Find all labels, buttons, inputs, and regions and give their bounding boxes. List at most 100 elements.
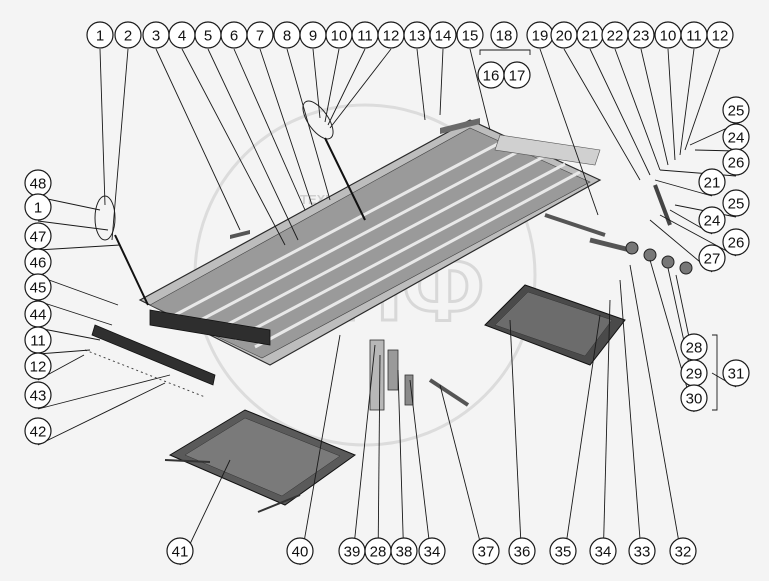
part-callout: 9: [299, 21, 327, 49]
callout-circle: [286, 537, 314, 565]
leader-line: [640, 48, 669, 166]
callout-number: 28: [370, 544, 387, 561]
leader-line: [37, 244, 121, 251]
part-callout: 28: [364, 537, 392, 565]
callout-number: 10: [660, 28, 677, 45]
part-callout: 26: [722, 228, 750, 256]
callout-circle: [722, 359, 750, 387]
callout-number: 46: [30, 255, 47, 272]
leader-line: [99, 48, 106, 206]
callout-number: 37: [478, 544, 495, 561]
part-callout: 34: [589, 537, 617, 565]
part-callout: 42: [24, 417, 52, 445]
callout-number: 42: [30, 424, 47, 441]
callout-number: 12: [712, 28, 729, 45]
callout-circle: [680, 384, 708, 412]
leader-line: [37, 300, 113, 326]
callout-number: 12: [383, 28, 400, 45]
callout-number: 44: [30, 307, 47, 324]
callout-circle: [698, 168, 726, 196]
part-callout: 4: [168, 21, 196, 49]
callout-number: 2: [124, 28, 132, 45]
brackets: [369, 339, 470, 411]
leader-line: [37, 374, 171, 410]
leader-line: [562, 314, 601, 566]
callout-number: 22: [607, 28, 624, 45]
callout-circle: [490, 21, 518, 49]
leader-line: [377, 354, 381, 566]
callout-number: 33: [634, 544, 651, 561]
part-callout: 1: [86, 21, 114, 49]
callout-number: 6: [230, 28, 238, 45]
callout-number: 34: [595, 544, 612, 561]
callout-circle: [628, 537, 656, 565]
leader-line: [259, 48, 313, 206]
leader-line: [619, 279, 643, 566]
leader-line: [409, 379, 433, 566]
leader-line: [37, 349, 91, 355]
callout-circle: [24, 273, 52, 301]
callout-number: 11: [30, 333, 46, 350]
callout-number: 15: [462, 28, 479, 45]
callout-number: 36: [514, 544, 531, 561]
group-bracket-31: [712, 334, 718, 411]
part-callout: 18: [490, 21, 518, 49]
leader-line: [679, 48, 695, 156]
part-callout: 33: [628, 537, 656, 565]
part-callout: 25: [722, 96, 750, 124]
group-bracket-18: [479, 49, 531, 55]
callout-circle: [503, 61, 531, 89]
part-callout: 2: [114, 21, 142, 49]
callout-number: 24: [704, 213, 721, 230]
leader-line: [416, 48, 426, 121]
callout-circle: [246, 21, 274, 49]
detail-arrow-left: [114, 234, 149, 306]
part-callout: 31: [722, 359, 750, 387]
lower-sieve: [164, 409, 357, 513]
callout-circle: [627, 21, 655, 49]
callout-number: 26: [728, 155, 745, 172]
leader-line: [509, 319, 523, 566]
leader-line: [684, 48, 721, 151]
part-callout: 21: [576, 21, 604, 49]
tray: [484, 284, 626, 366]
callout-circle: [669, 537, 697, 565]
part-callout: 46: [24, 248, 52, 276]
callout-number: 12: [30, 359, 47, 376]
callout-number: 45: [30, 280, 47, 297]
callout-circle: [456, 21, 484, 49]
callout-circle: [429, 21, 457, 49]
callout-circle: [706, 21, 734, 49]
part-callout: 10: [654, 21, 682, 49]
callout-number: 1: [34, 200, 42, 217]
part-callout: 29: [680, 359, 708, 387]
callout-circle: [589, 537, 617, 565]
part-callout: 48: [24, 169, 52, 197]
leader-line: [629, 264, 684, 566]
leader-line: [37, 327, 101, 341]
main-frame-assembly: [138, 118, 602, 366]
leader-line: [397, 369, 405, 566]
callout-number: 25: [728, 196, 745, 213]
callout-number: 35: [555, 544, 572, 561]
part-callout: 10: [325, 21, 353, 49]
rods-and-washers: [544, 184, 693, 275]
part-callout: 30: [680, 384, 708, 412]
callout-circle: [24, 352, 52, 380]
part-callout: 41: [166, 537, 194, 565]
part-callout: 44: [24, 300, 52, 328]
leader-line: [233, 48, 306, 211]
callout-number: 47: [30, 229, 47, 246]
callout-circle: [166, 537, 194, 565]
part-callout: 19: [526, 21, 554, 49]
leader-line: [589, 48, 651, 176]
leader-line: [111, 48, 129, 241]
callout-number: 39: [344, 544, 361, 561]
leader-line: [614, 48, 661, 171]
callout-circle: [722, 228, 750, 256]
callout-number: 24: [728, 130, 745, 147]
callout-number: 8: [283, 28, 291, 45]
leader-line: [181, 48, 286, 246]
part-callout: 21: [698, 168, 726, 196]
